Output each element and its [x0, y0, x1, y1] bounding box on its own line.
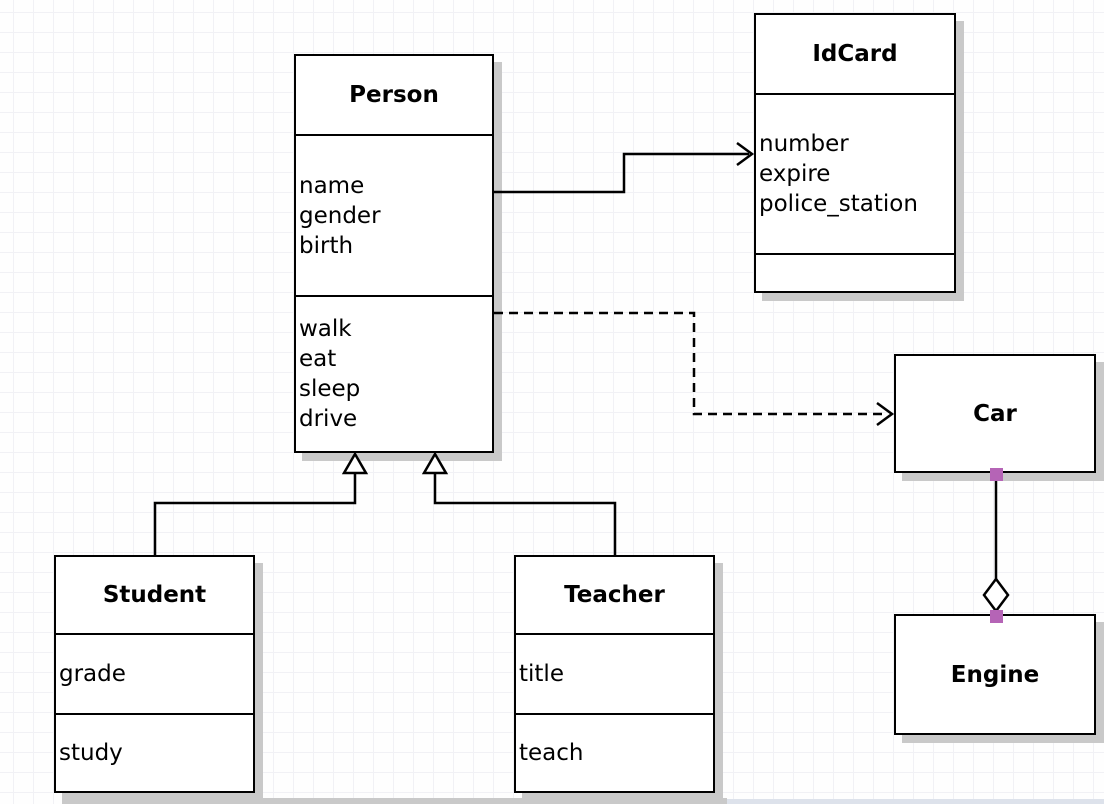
hollow-triangle-icon: [421, 451, 449, 475]
attribute: grade: [59, 661, 126, 687]
attribute: title: [519, 661, 564, 687]
class-box-teacher[interactable]: Teacher title teach: [514, 555, 715, 793]
hollow-triangle-icon: [341, 451, 369, 475]
method: drive: [299, 406, 358, 432]
inheritance-line-teacher-person[interactable]: [433, 472, 617, 555]
class-attributes-teacher: title: [516, 635, 713, 715]
inheritance-line-student-person[interactable]: [153, 472, 357, 555]
method: eat: [299, 346, 337, 372]
class-attributes-student: grade: [56, 635, 253, 715]
class-box-idcard[interactable]: IdCard number expire police_station: [754, 13, 956, 293]
dependency-line-person-car[interactable]: [494, 311, 882, 416]
class-box-engine[interactable]: Engine: [894, 614, 1096, 735]
class-title-engine: Engine: [950, 661, 1040, 688]
method: study: [59, 740, 123, 766]
method: teach: [519, 740, 584, 766]
attribute: name: [299, 172, 365, 199]
method: sleep: [299, 376, 361, 402]
class-attributes-person: name gender birth: [296, 136, 492, 297]
association-line-person-idcard[interactable]: [494, 152, 749, 194]
hollow-diamond-icon: [982, 576, 1010, 614]
class-title-student: Student: [56, 557, 253, 635]
attribute: gender: [299, 202, 381, 229]
class-methods-student: study: [56, 715, 253, 791]
class-title-person: Person: [296, 56, 492, 136]
bottom-edge-strip: [727, 799, 1104, 804]
attribute: expire: [759, 161, 831, 187]
attribute: birth: [299, 232, 354, 259]
class-methods-idcard-empty: [756, 255, 954, 291]
class-box-person[interactable]: Person name gender birth walk eat sleep …: [294, 54, 494, 453]
open-arrowhead-icon: [736, 141, 755, 167]
class-title-teacher: Teacher: [516, 557, 713, 635]
bottom-shadow-strip: [62, 798, 727, 804]
class-title-car: Car: [973, 400, 1017, 427]
class-box-car[interactable]: Car: [894, 354, 1096, 473]
class-box-student[interactable]: Student grade study: [54, 555, 255, 793]
class-title-idcard: IdCard: [756, 15, 954, 95]
open-arrowhead-icon: [876, 401, 895, 427]
class-attributes-idcard: number expire police_station: [756, 95, 954, 255]
method: walk: [299, 316, 352, 342]
attribute: police_station: [759, 191, 918, 217]
attribute: number: [759, 131, 849, 157]
class-methods-teacher: teach: [516, 715, 713, 791]
class-methods-person: walk eat sleep drive: [296, 297, 492, 451]
